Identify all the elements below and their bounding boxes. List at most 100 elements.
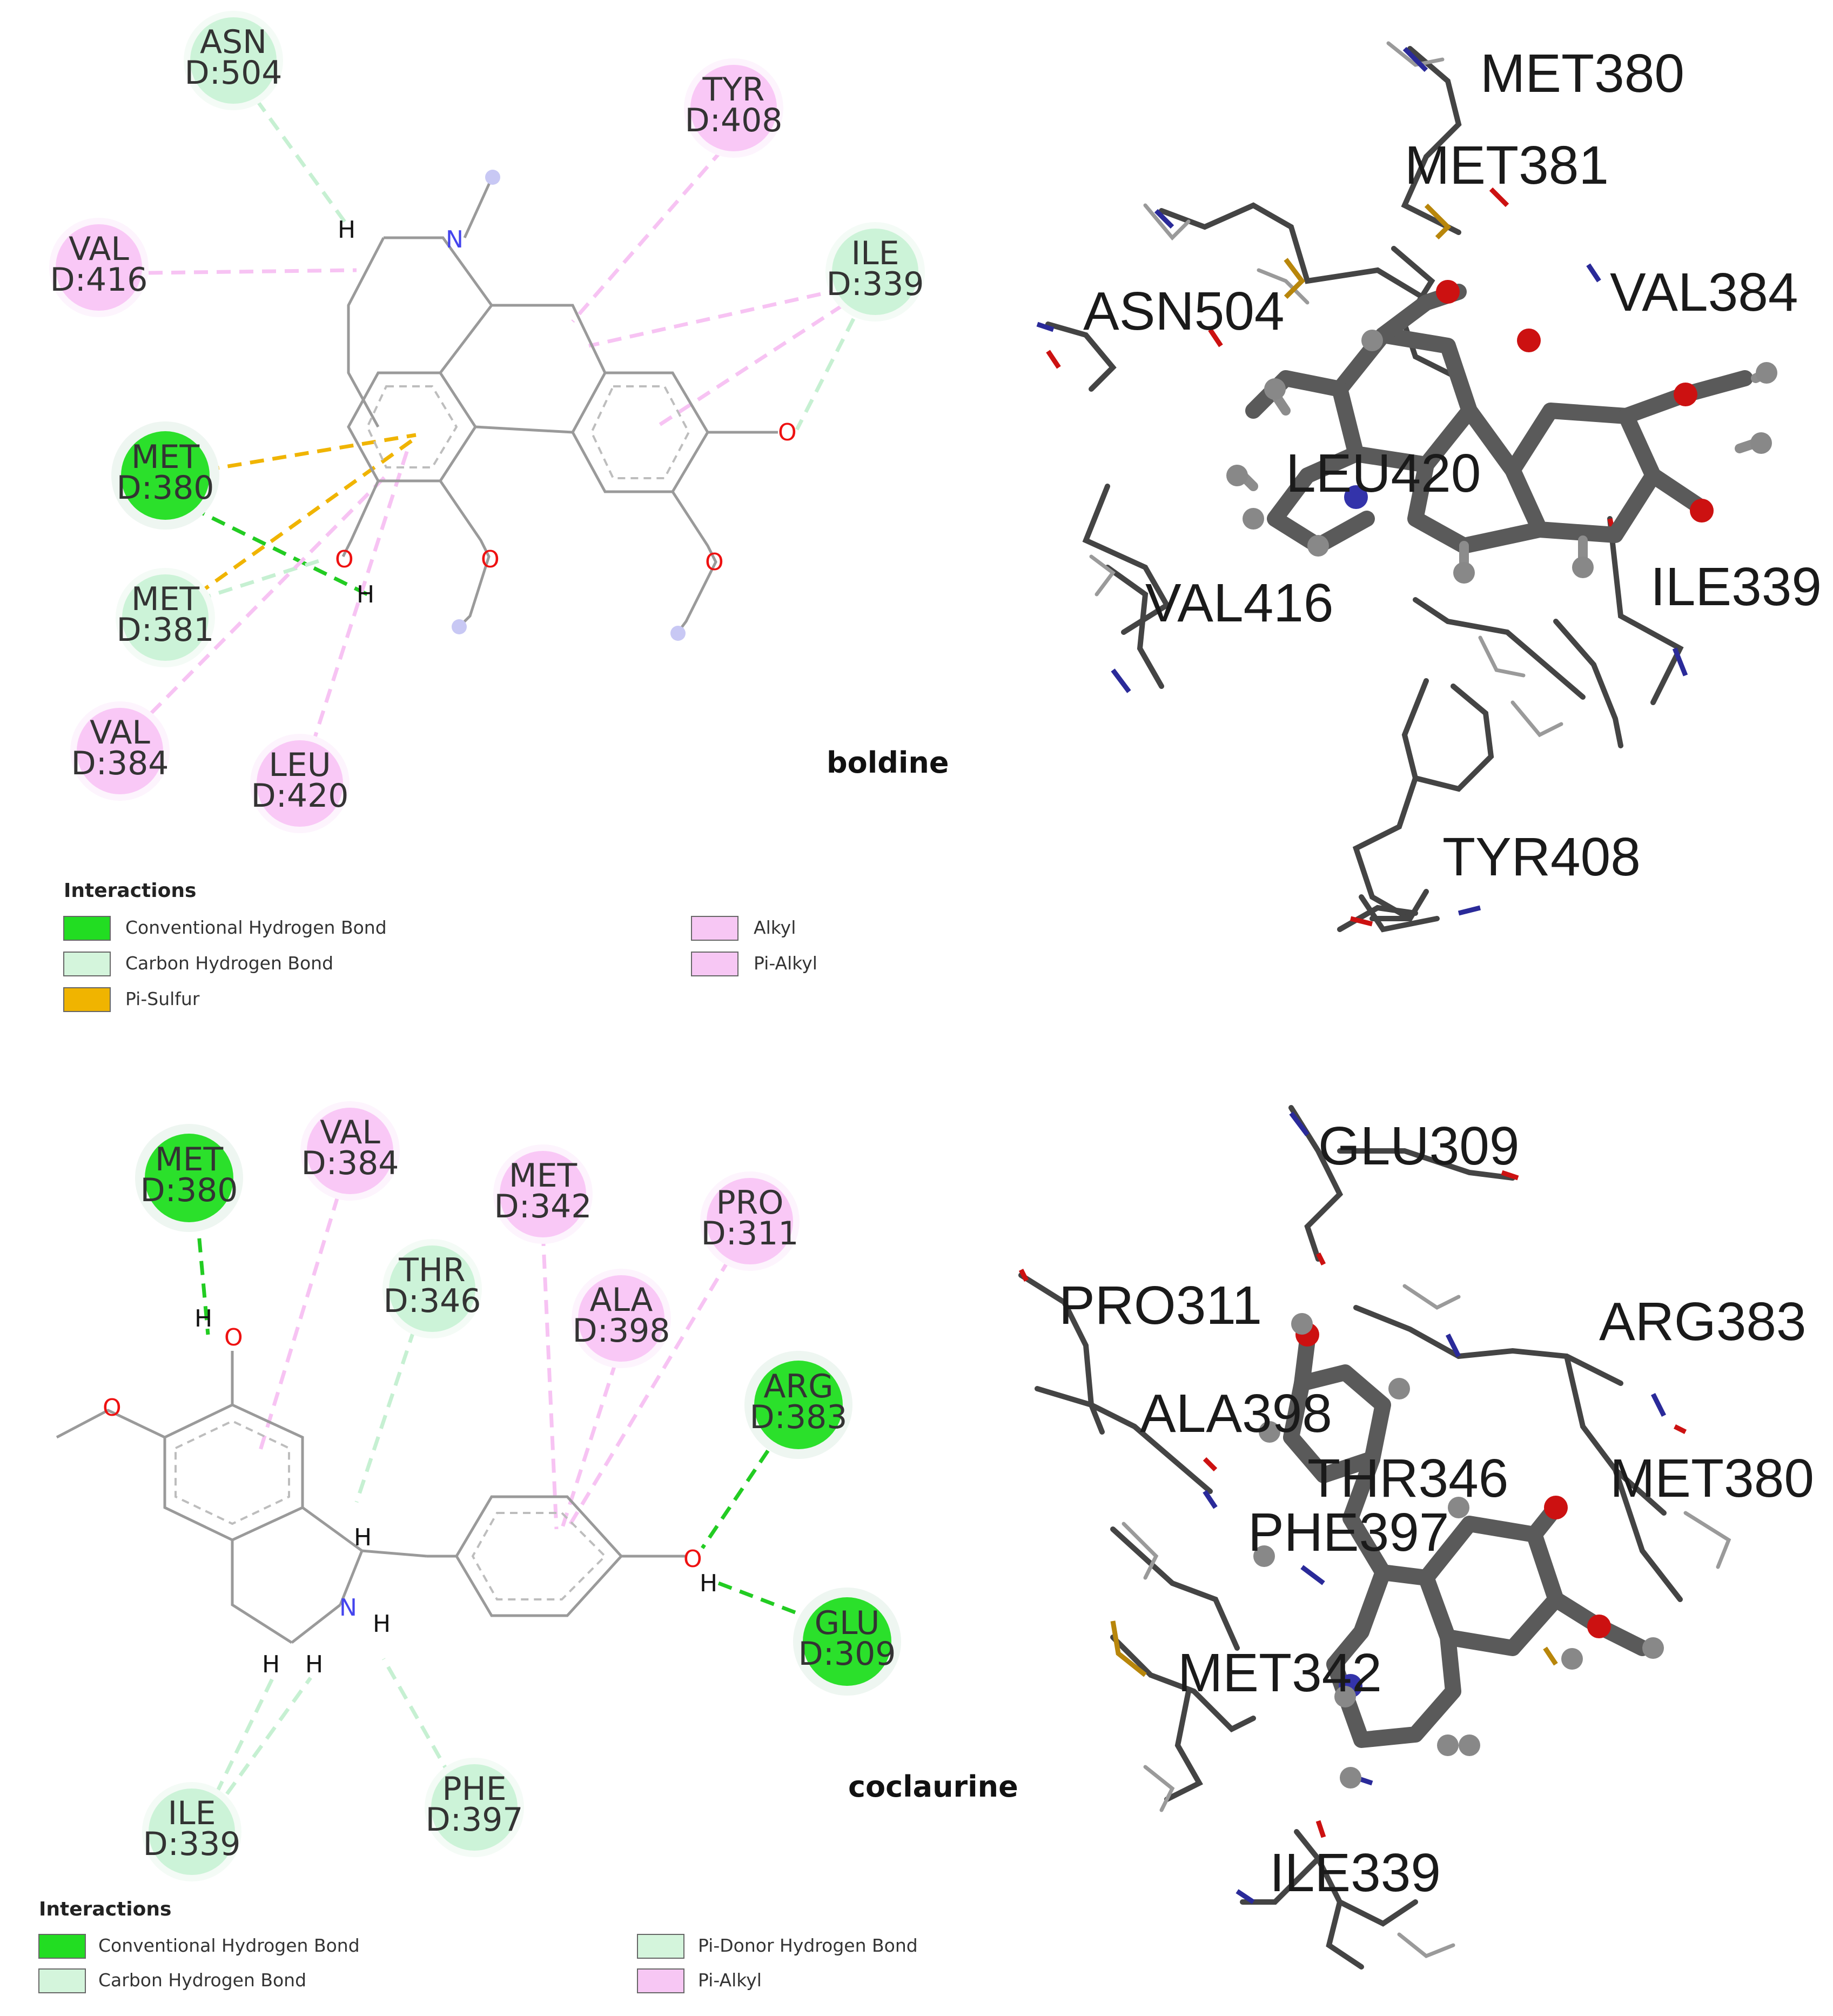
svg-text:D:416: D:416 xyxy=(50,261,148,299)
svg-text:Carbon Hydrogen Bond: Carbon Hydrogen Bond xyxy=(125,953,333,974)
svg-text:ASN: ASN xyxy=(200,23,267,61)
svg-text:ILE: ILE xyxy=(167,1794,216,1832)
residue-bubble: ILE D:339 xyxy=(142,1782,241,1881)
residue-3d-label: ILE339 xyxy=(1650,557,1822,617)
boldine-3d-view: MET380 MET381 VAL384 ASN504 LEU420 VAL41… xyxy=(1036,41,1822,933)
residue-bubble: MET D:342 xyxy=(493,1144,593,1244)
coclaurine-2d-diagram: O O H H N H H H O H MET D:380 VAL D:384 … xyxy=(38,1101,1018,1993)
residue-3d-label: ILE339 xyxy=(1270,1843,1441,1903)
residue-3d-label: GLU309 xyxy=(1318,1116,1519,1176)
interaction-line xyxy=(571,131,739,323)
svg-text:D:342: D:342 xyxy=(494,1188,592,1225)
interaction-line xyxy=(205,433,417,472)
svg-text:MET: MET xyxy=(509,1157,578,1195)
residue-3d-label: ALA398 xyxy=(1140,1383,1332,1444)
residue-bubble: LEU D:420 xyxy=(250,734,350,833)
ligand-oxygens xyxy=(1436,280,1714,523)
boldine-2d-diagram: H N O O O O H ASN D:504 TYR D:408 VAL D:… xyxy=(49,11,949,1012)
residue-3d-label: VAL384 xyxy=(1610,262,1798,323)
svg-text:D:504: D:504 xyxy=(185,54,283,92)
interaction-line xyxy=(701,1431,782,1549)
residue-bubble: VAL D:384 xyxy=(70,701,170,801)
ligand-nitrogen xyxy=(1344,485,1368,509)
interaction-line xyxy=(195,1215,210,1335)
interaction-line xyxy=(303,447,410,768)
atom-label: O xyxy=(683,1545,702,1573)
residue-bubble: MET D:380 xyxy=(111,421,219,530)
svg-text:D:339: D:339 xyxy=(143,1825,241,1863)
svg-text:MET: MET xyxy=(131,438,200,476)
residue-3d-label: PRO311 xyxy=(1059,1275,1262,1336)
legend: Interactions Conventional Hydrogen Bond … xyxy=(63,880,817,1012)
svg-text:D:339: D:339 xyxy=(827,265,924,303)
svg-text:Conventional Hydrogen Bond: Conventional Hydrogen Bond xyxy=(98,1935,360,1956)
atom-label: O xyxy=(705,548,724,576)
svg-text:D:384: D:384 xyxy=(71,745,169,782)
residue-bubble: MET D:381 xyxy=(116,568,215,667)
residue-bubble: ASN D:504 xyxy=(184,11,283,110)
svg-text:D:420: D:420 xyxy=(251,777,349,815)
svg-text:Pi-Donor Hydrogen Bond: Pi-Donor Hydrogen Bond xyxy=(698,1935,918,1956)
atom-label: O xyxy=(778,419,797,446)
svg-text:PHE: PHE xyxy=(442,1770,506,1808)
svg-text:Alkyl: Alkyl xyxy=(754,917,796,938)
svg-text:D:381: D:381 xyxy=(117,611,214,649)
interaction-line xyxy=(191,506,368,597)
interaction-line xyxy=(541,1231,559,1530)
interaction-line xyxy=(655,304,844,428)
atom-label: H xyxy=(194,1305,212,1332)
svg-text:ILE: ILE xyxy=(851,235,899,272)
atom-label: N xyxy=(339,1594,357,1622)
atom-label: O xyxy=(103,1394,122,1422)
residue-bubble: PHE D:397 xyxy=(425,1758,524,1857)
interaction-line xyxy=(225,1676,312,1796)
svg-text:Pi-Alkyl: Pi-Alkyl xyxy=(754,953,817,974)
svg-text:Interactions: Interactions xyxy=(64,880,196,902)
residue-3d-label: MET381 xyxy=(1405,135,1609,196)
interaction-line xyxy=(588,287,843,348)
svg-text:Interactions: Interactions xyxy=(39,1898,171,1920)
interaction-line xyxy=(381,1658,453,1779)
svg-text:D:380: D:380 xyxy=(117,469,214,507)
methyl-blur xyxy=(452,619,467,634)
ligand-name: boldine xyxy=(827,746,949,780)
atom-label: H xyxy=(354,1524,372,1551)
residue-3d-label: TYR408 xyxy=(1442,827,1641,887)
svg-text:VAL: VAL xyxy=(90,714,150,752)
svg-text:Pi-Sulfur: Pi-Sulfur xyxy=(125,988,200,1009)
svg-text:ARG: ARG xyxy=(763,1368,833,1405)
svg-text:LEU: LEU xyxy=(268,746,331,784)
atom-label: N xyxy=(446,226,464,253)
interaction-line xyxy=(255,98,350,229)
interaction-line xyxy=(148,268,357,275)
residue-bubble: ARG D:383 xyxy=(744,1351,852,1459)
svg-text:Carbon Hydrogen Bond: Carbon Hydrogen Bond xyxy=(98,1970,306,1991)
interaction-line xyxy=(133,474,388,731)
svg-text:MET: MET xyxy=(131,580,200,618)
coclaurine-3d-view: GLU309 PRO311 ARG383 ALA398 THR346 MET38… xyxy=(1018,1105,1814,1970)
svg-text:D:380: D:380 xyxy=(140,1171,238,1209)
svg-text:D:408: D:408 xyxy=(685,102,783,139)
interaction-line xyxy=(560,1361,618,1530)
atom-label: O xyxy=(224,1324,243,1351)
residue-bubble: VAL D:416 xyxy=(49,218,149,317)
interaction-line xyxy=(214,1677,275,1795)
residue-3d-label: VAL416 xyxy=(1145,573,1333,633)
atom-label: O xyxy=(335,546,354,573)
residue-3d-label: MET380 xyxy=(1480,43,1684,104)
residue-3d-label: THR346 xyxy=(1307,1448,1508,1509)
residue-bubble: ILE D:339 xyxy=(825,222,925,322)
residue-bubble: ALA D:398 xyxy=(572,1269,671,1368)
atom-label: H xyxy=(357,581,374,608)
residue-3d-label: MET380 xyxy=(1610,1448,1814,1509)
svg-text:D:311: D:311 xyxy=(701,1215,799,1253)
interaction-line xyxy=(257,1196,340,1455)
svg-text:VAL: VAL xyxy=(69,230,129,268)
ligand-name: coclaurine xyxy=(848,1770,1018,1804)
residue-3d-label: ARG383 xyxy=(1599,1291,1807,1352)
interaction-line xyxy=(565,1258,731,1530)
residue-bubble: TYR D:408 xyxy=(684,58,783,158)
residue-3d-label: PHE397 xyxy=(1248,1502,1449,1563)
interaction-line xyxy=(795,318,856,431)
